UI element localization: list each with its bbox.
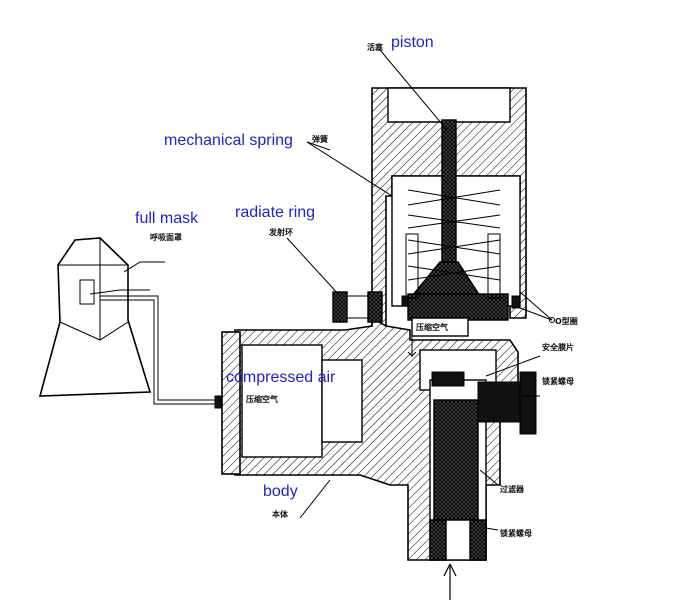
filter-drawing bbox=[433, 399, 479, 521]
leader-lines bbox=[123, 49, 553, 531]
safety-disc-drawing bbox=[431, 371, 465, 387]
cn-label-body: 本体 bbox=[271, 509, 289, 519]
o-ring-left bbox=[401, 295, 409, 307]
cn-label-spring: 弹簧 bbox=[312, 134, 328, 144]
lock-nut-bottom-left bbox=[429, 519, 447, 561]
label-piston: piston bbox=[391, 34, 434, 51]
compressed-air-inner-box bbox=[411, 317, 469, 337]
cn-label-o-ring: O型圈 bbox=[555, 316, 578, 326]
label-compressed-air: compressed air bbox=[226, 369, 336, 386]
cn-label-filter: 过滤器 bbox=[500, 484, 525, 494]
o-ring-symbol bbox=[549, 317, 555, 323]
o-ring-right bbox=[511, 295, 521, 309]
label-full-mask: full mask bbox=[135, 210, 199, 227]
radiate-ring-drawing bbox=[332, 291, 383, 323]
lock-nut-right-drawing bbox=[477, 371, 537, 435]
inlet-arrow bbox=[443, 563, 457, 600]
cn-label-safety-disc: 安全膜片 bbox=[542, 342, 574, 352]
label-radiate-ring: radiate ring bbox=[235, 204, 315, 221]
cn-label-radiate-ring: 发射环 bbox=[268, 227, 293, 237]
cn-label-piston: 活塞 bbox=[367, 42, 384, 52]
cn-label-lock-nut-bottom: 锁紧螺母 bbox=[500, 528, 532, 538]
cn-label-mask: 呼吸面罩 bbox=[150, 232, 182, 242]
label-body: body bbox=[263, 483, 298, 500]
cn-label-lock-nut-right: 锁紧螺母 bbox=[542, 376, 574, 386]
lock-nut-bottom-right bbox=[469, 519, 487, 561]
air-hose bbox=[100, 295, 230, 409]
cn-label-compressed-air-inner: 压缩空气 bbox=[416, 322, 448, 332]
full-mask-drawing bbox=[38, 237, 152, 397]
cn-label-compressed-air: 压缩空气 bbox=[246, 394, 278, 404]
label-mechanical-spring: mechanical spring bbox=[164, 132, 293, 149]
